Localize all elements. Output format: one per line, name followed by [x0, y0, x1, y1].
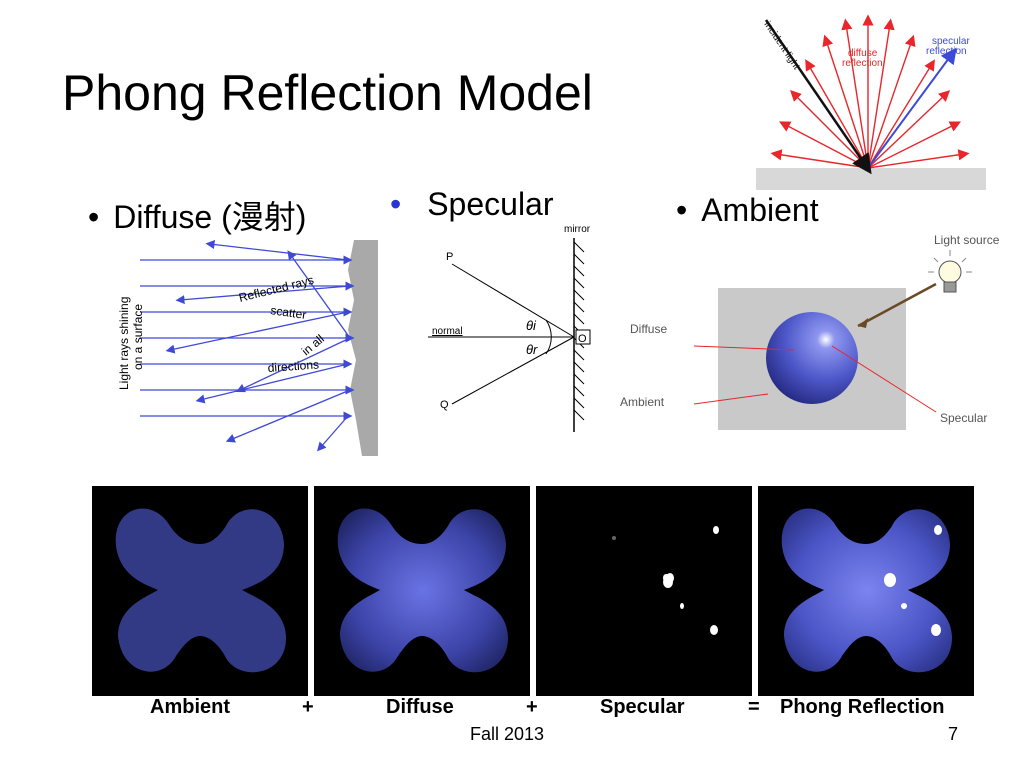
- ambient-panel: [92, 486, 308, 696]
- footer-date: Fall 2013: [470, 724, 545, 744]
- specular-panel: [536, 486, 752, 696]
- bullet-specular: • Specular: [390, 186, 554, 223]
- diffuse-side-label-2: on a surface: [131, 304, 145, 370]
- specular-label-mirror: mirror: [564, 224, 591, 235]
- sphere: [766, 312, 858, 404]
- slide-title: Phong Reflection Model: [62, 65, 593, 121]
- caption-ambient: Ambient: [150, 696, 230, 718]
- diffuse-reflection-label-2: reflection: [842, 58, 883, 69]
- ambient-label-ambient: Ambient: [620, 395, 665, 409]
- specular-diagram: O mirror P Q normal θi θr: [428, 224, 591, 432]
- diffuse-label-scatter: scatter: [270, 303, 308, 322]
- specular-label-p: P: [446, 251, 453, 263]
- caption-plus-1: +: [302, 696, 314, 718]
- diffuse-label-in-all: in all: [299, 332, 327, 359]
- specular-label-q: Q: [440, 399, 449, 411]
- caption-specular: Specular: [600, 696, 685, 718]
- bullet-dot: •: [676, 192, 688, 228]
- phong-panel: [758, 486, 974, 696]
- specular-label-normal: normal: [432, 326, 463, 337]
- specular-label-o: O: [578, 333, 587, 345]
- diffuse-panel: [314, 486, 530, 696]
- bullet-diffuse-text: Diffuse (漫射): [113, 199, 307, 235]
- bullet-ambient: • Ambient: [676, 192, 819, 229]
- specular-label-theta-i: θi: [526, 318, 537, 333]
- diffuse-diagram: Light rays shining on a surface Reflecte…: [117, 240, 378, 456]
- bullet-dot: •: [88, 199, 100, 235]
- specular-reflection-label-2: reflection: [926, 46, 967, 57]
- diffuse-label-reflected-rays: Reflected rays: [237, 273, 315, 305]
- caption-equals: =: [748, 696, 760, 718]
- bullet-diffuse: • Diffuse (漫射): [88, 192, 306, 238]
- ambient-label-light-source: Light source: [934, 233, 1000, 247]
- diffuse-reflection-label-1: diffuse: [848, 48, 878, 59]
- bullet-specular-text: Specular: [427, 186, 554, 222]
- ambient-diagram: Light source Diffuse Ambient Specular: [620, 233, 1000, 430]
- caption-diffuse: Diffuse: [386, 696, 454, 718]
- ambient-label-diffuse: Diffuse: [630, 322, 667, 336]
- light-bulb-icon: [928, 250, 972, 293]
- specular-label-theta-r: θr: [526, 342, 538, 357]
- caption-plus-2: +: [526, 696, 538, 718]
- footer-page-number: 7: [948, 724, 959, 744]
- diffuse-side-label-1: Light rays shining: [117, 297, 131, 390]
- reflection-fan-diagram: incident light diffuse reflection specul…: [756, 14, 986, 190]
- incident-light-label: incident light: [762, 20, 802, 72]
- ambient-label-specular: Specular: [940, 411, 987, 425]
- bullet-dot: •: [390, 186, 402, 222]
- caption-phong-reflection: Phong Reflection: [780, 696, 945, 718]
- diffuse-label-directions: directions: [267, 357, 319, 375]
- specular-reflection-label-1: specular: [932, 36, 970, 47]
- bullet-ambient-text: Ambient: [701, 192, 819, 228]
